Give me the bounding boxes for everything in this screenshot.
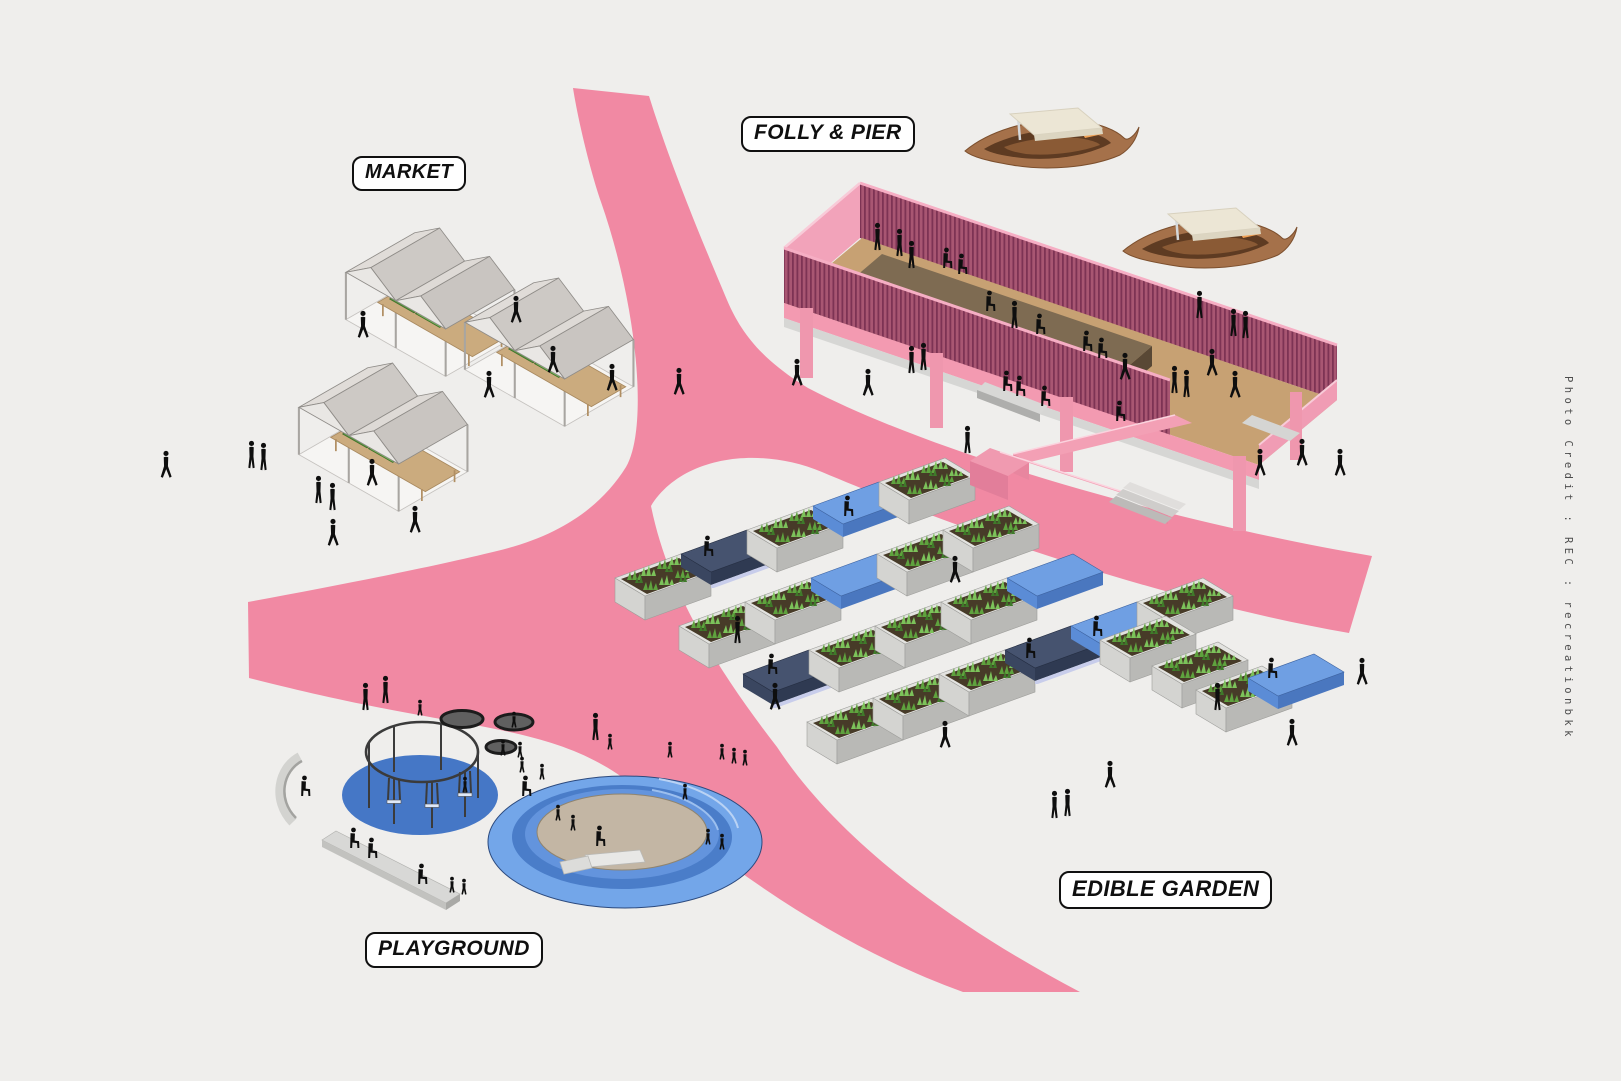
person-icon	[315, 475, 322, 504]
boat-icon	[963, 106, 1141, 170]
swing-carousel	[364, 720, 480, 828]
person-icon	[519, 756, 525, 773]
person-icon	[160, 450, 172, 478]
pier-steps	[1109, 482, 1186, 524]
long-bench	[321, 830, 461, 910]
boat-icon	[1121, 206, 1299, 270]
pier-legs	[800, 308, 1302, 531]
person-icon	[1286, 718, 1298, 746]
swing-circle	[342, 755, 498, 835]
person-icon	[522, 775, 532, 797]
person-icon	[260, 442, 267, 471]
playground	[275, 709, 763, 910]
person-icon	[1334, 448, 1346, 476]
person-icon	[964, 425, 971, 454]
zone-label-edible-garden: EDIBLE GARDEN	[1059, 871, 1273, 909]
pier-bench	[977, 382, 1048, 422]
person-icon	[1064, 788, 1071, 817]
person-icon	[327, 518, 339, 546]
pier-ramp	[970, 414, 1192, 524]
pink-path-network	[248, 88, 1372, 992]
pier-back-railing	[860, 183, 1337, 400]
person-icon	[1356, 657, 1368, 685]
photo-credit: Photo Credit : REC : recreationbkk	[1562, 376, 1574, 741]
curved-bench	[275, 752, 303, 826]
person-icon	[301, 775, 311, 797]
person-icon	[539, 763, 545, 780]
person-icon	[461, 878, 467, 895]
person-icon	[1104, 760, 1116, 788]
folly-pier-structure	[783, 181, 1338, 531]
zone-label-market: MARKET	[352, 156, 466, 191]
zone-label-playground: PLAYGROUND	[365, 932, 543, 968]
person-icon	[409, 505, 421, 533]
market-tent-icon	[344, 226, 516, 378]
person-icon	[329, 482, 336, 511]
pier-front-railing	[784, 248, 1170, 435]
person-icon	[1051, 790, 1058, 819]
person-icon	[248, 440, 255, 469]
zone-label-folly-pier: FOLLY & PIER	[741, 116, 915, 152]
market-tent-icon	[297, 361, 469, 513]
sand-pit	[487, 775, 763, 909]
person-icon	[862, 368, 874, 396]
market-stalls	[297, 226, 635, 513]
person-icon	[517, 741, 523, 758]
